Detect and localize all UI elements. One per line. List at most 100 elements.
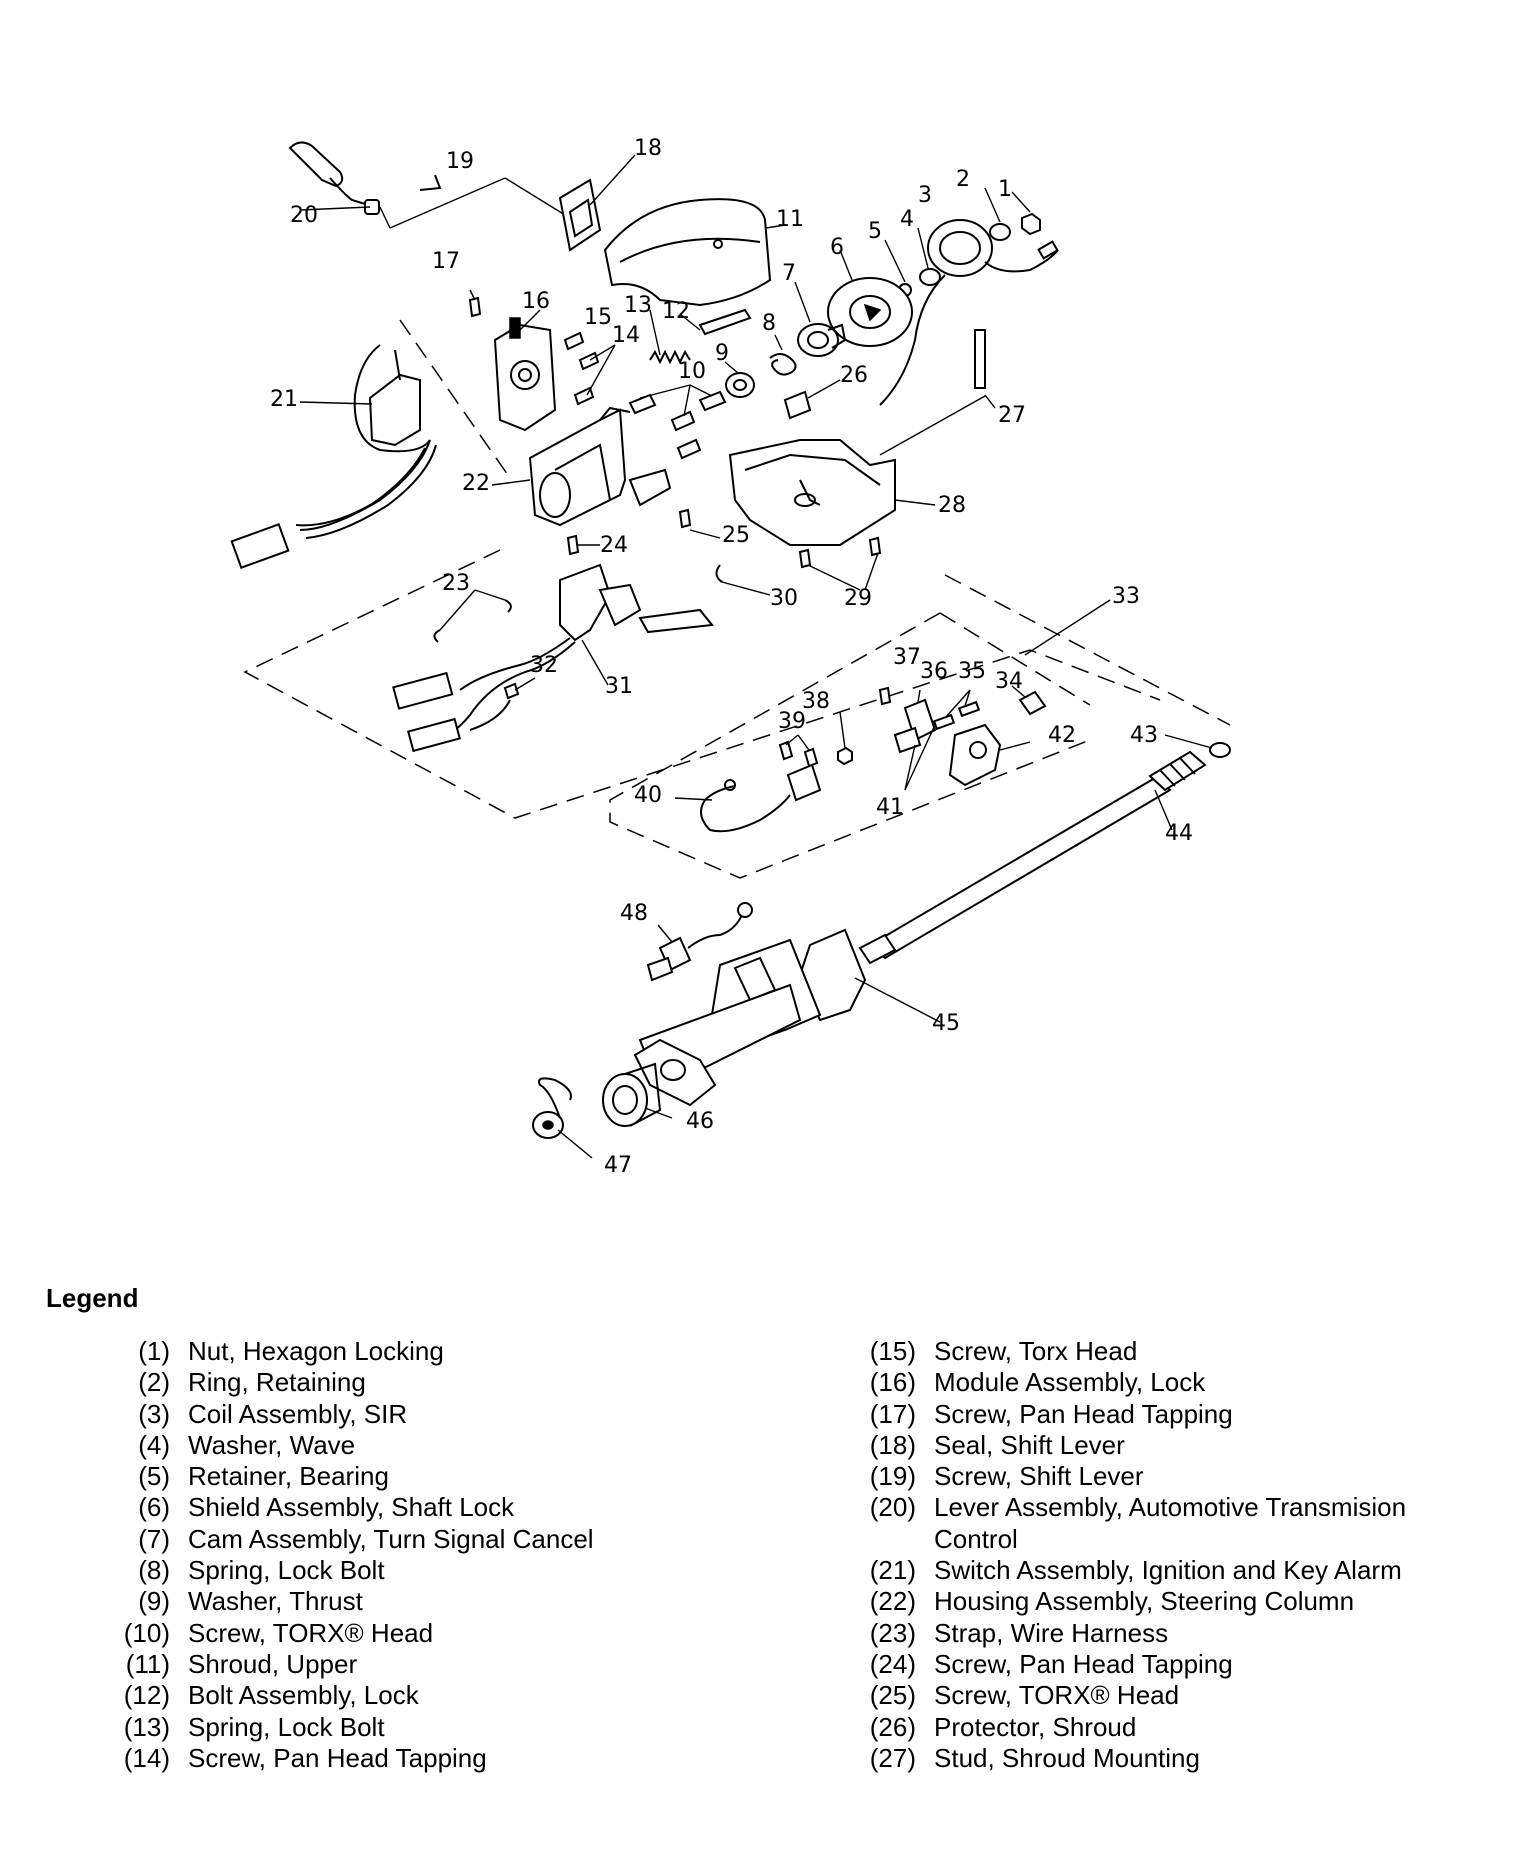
exploded-parts-diagram: 1 2 3 4 5 6 7 8 9 10 11 12 13 14 15 16 1… [230,136,1231,1178]
legend-item-text: Module Assembly, Lock [934,1367,1206,1398]
callout-21: 21 [270,387,298,412]
callout-5: 5 [868,219,882,244]
legend-item-number: (11) [125,1648,170,1679]
part-7-cam [794,281,847,357]
legend-item-text: Strap, Wire Harness [934,1617,1169,1648]
callout-15: 15 [584,305,612,330]
legend-item-number: (25) [869,1680,916,1711]
callout-33: 33 [1112,584,1140,609]
part-24-screw [566,534,600,556]
part-25-screw [678,508,721,539]
callout-47: 47 [604,1153,632,1178]
legend-item-number: (24) [869,1648,916,1679]
legend-item-number: (22) [869,1586,916,1617]
legend-item: (26)Protector, Shroud [842,1712,1532,1743]
legend-item: (12)Bolt Assembly, Lock [96,1680,736,1711]
callout-14: 14 [612,323,640,348]
legend-item-number: (23) [869,1617,916,1648]
legend-item: (9)Washer, Thrust [96,1586,736,1617]
part-34-bumper [1011,685,1047,716]
callout-6: 6 [830,235,844,260]
legend-item-number: (1) [138,1336,170,1366]
callout-40: 40 [634,783,662,808]
legend-item-text: Ring, Retaining [188,1367,366,1398]
legend-item: (13)Spring, Lock Bolt [96,1712,736,1743]
part-11-upper-shroud [603,198,786,307]
legend-item-text: Screw, Pan Head Tapping [934,1398,1233,1429]
legend-item: (10) Screw, TORX® Head [96,1618,736,1649]
part-13-spring [649,309,691,365]
legend-item: Control [842,1524,1532,1555]
legend-item: (15)Screw, Torx Head [842,1336,1532,1367]
part-14-screws [573,344,616,406]
callout-34: 34 [995,669,1023,694]
callout-17: 17 [432,249,460,274]
legend-item-text: Control [934,1523,1018,1554]
legend-item-number: (4) [138,1429,170,1460]
legend-item-number: (16) [869,1367,916,1398]
legend-item-text: Screw, TORX® Head [188,1617,434,1648]
legend-item-number: (20) [869,1492,916,1523]
legend-item-text: Stud, Shroud Mounting [934,1742,1200,1773]
legend-item-text: Screw, TORX® Head [934,1680,1180,1711]
legend-item: (1)Nut, Hexagon Locking [96,1336,736,1367]
callout-19: 19 [446,149,474,174]
legend-left-column: (1)Nut, Hexagon Locking(2)Ring, Retainin… [96,1336,736,1774]
legend-item-text: Spring, Lock Bolt [188,1555,385,1586]
legend-item-number: (14) [123,1742,170,1773]
legend-item: (6)Shield Assembly, Shaft Lock [96,1492,736,1523]
part-23-straps [433,589,512,643]
part-44-shaft [858,750,1207,965]
legend-item-number: (3) [138,1398,170,1429]
dashed-group-outlines [243,319,1231,879]
legend-right-column: (15)Screw, Torx Head(16) Module Assembly,… [842,1336,1532,1774]
legend-item-text: Screw, Shift Lever [934,1461,1144,1492]
legend-item: (27) Stud, Shroud Mounting [842,1743,1532,1774]
legend-item: (19) Screw, Shift Lever [842,1461,1532,1492]
part-45-jacket [633,928,941,1107]
legend-item-number: (27) [869,1742,916,1773]
callout-30: 30 [770,586,798,611]
part-21-ignition-switch [230,344,437,569]
callout-42: 42 [1048,723,1076,748]
legend-item-text: Switch Assembly, Ignition and Key Alarm [934,1555,1402,1586]
legend-item-number: (19) [869,1461,916,1492]
legend-item-number: (8) [138,1555,170,1586]
part-2-ring [984,187,1011,241]
legend-item-number: (7) [138,1523,170,1554]
callout-10: 10 [678,359,706,384]
legend-item-text: Seal, Shift Lever [934,1429,1125,1460]
callout-39: 39 [778,709,806,734]
legend-item-text: Lever Assembly, Automotive Transmision [934,1492,1407,1523]
legend-item-text: Screw, Pan Head Tapping [934,1648,1233,1679]
callout-24: 24 [600,533,628,558]
callout-43: 43 [1130,723,1158,748]
part-39-screws [778,734,819,768]
part-30-ring [715,564,771,596]
legend-item: (11)Shroud, Upper [96,1649,736,1680]
part-10-screws [628,384,727,460]
legend-item: (25) Screw, TORX® Head [842,1680,1532,1711]
callout-3: 3 [918,183,932,208]
callout-16: 16 [522,289,550,314]
callout-38: 38 [802,689,830,714]
part-33-leader [1024,599,1111,656]
part-1-nut [1011,191,1041,236]
callout-20: 20 [290,203,318,228]
callout-35: 35 [958,659,986,684]
part-18-seal [558,154,636,252]
callout-45: 45 [932,1011,960,1036]
legend-item-text: Coil Assembly, SIR [188,1398,408,1429]
part-17-screw [468,289,482,318]
legend-item-number: (9) [138,1586,170,1617]
part-9-washer [724,361,755,398]
legend-item-text: Shield Assembly, Shaft Lock [188,1492,515,1523]
callout-23: 23 [442,571,470,596]
part-26-protector [783,379,841,420]
callout-46: 46 [686,1109,714,1134]
legend-item-text: Retainer, Bearing [188,1461,389,1492]
legend-item-number: (12) [123,1680,170,1711]
callout-4: 4 [900,207,914,232]
legend-item: (8) Spring, Lock Bolt [96,1555,736,1586]
legend-item-number: (10) [123,1617,170,1648]
